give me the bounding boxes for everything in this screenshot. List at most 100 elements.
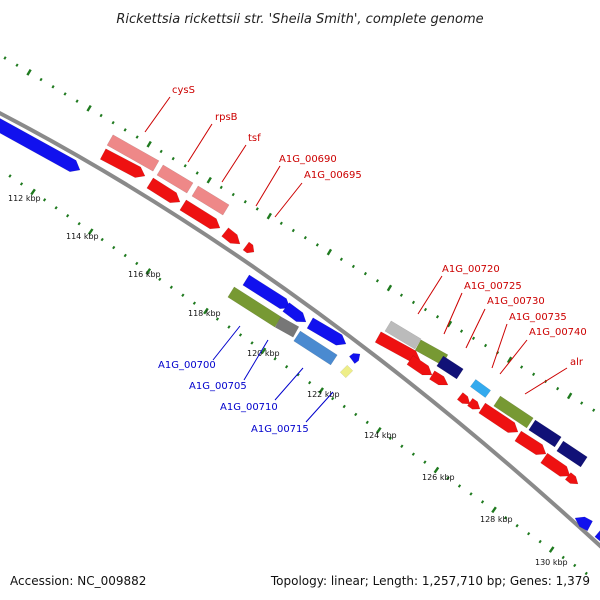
gene-feature [146,177,181,204]
tick-mark [423,460,427,464]
tick-mark [26,69,32,76]
accession-text: Accession: NC_009882 [10,574,146,588]
tick-mark [548,546,555,553]
tick-mark [556,386,560,391]
callout-line [221,144,247,183]
gene-label[interactable]: cysS [172,85,195,96]
callout-line [274,367,304,401]
tick-mark [75,99,79,103]
tick-marks [3,56,596,576]
tick-mark [243,200,247,204]
gene-label[interactable]: A1G_00730 [487,296,545,307]
gene-label[interactable]: A1G_00740 [529,327,587,338]
tick-mark [135,261,139,266]
tick-mark [238,333,243,337]
tick-mark [30,188,36,196]
tick-mark [203,307,209,315]
gene-feature [493,395,534,429]
tick-mark [192,301,197,305]
tick-mark [279,221,283,226]
tick-mark [219,185,223,190]
kbp-label: 112 kbp [8,194,41,203]
tick-mark [266,212,272,220]
gene-label[interactable]: A1G_00690 [279,154,337,165]
tick-mark [315,243,319,247]
tick-mark [506,356,513,364]
tick-mark [411,452,415,456]
tick-mark [538,539,542,544]
gene-label[interactable]: A1G_00725 [464,281,522,292]
tick-mark [8,174,12,178]
gene-label[interactable]: A1G_00700 [158,360,216,371]
tick-mark [100,237,104,242]
tick-mark [183,164,187,168]
gene-feature [429,370,449,386]
gene-label[interactable]: A1G_00695 [304,170,362,181]
tick-mark [469,492,473,496]
gene-label[interactable]: A1G_00720 [442,264,500,275]
callout-line [243,339,269,381]
tick-mark [375,427,382,434]
tick-mark [51,85,55,89]
gene-feature [574,516,593,532]
gene-label[interactable]: A1G_00715 [251,424,309,435]
tick-mark [195,171,199,175]
callout-line [187,123,213,163]
kbp-label: 114 kbp [66,232,99,241]
tick-mark [342,404,346,409]
tick-mark [584,571,588,576]
gene-feature [594,530,600,542]
tick-mark [363,271,367,276]
tick-mark [231,192,235,197]
tick-mark [459,329,464,333]
gene-feature [374,331,421,362]
callout-line [417,275,443,315]
gene-label[interactable]: A1G_00735 [509,312,567,323]
tick-mark [260,347,267,355]
tick-mark [592,408,596,412]
map-title: Rickettsia rickettsii str. 'Sheila Smith… [116,12,483,27]
gene-feature [282,302,307,323]
gene-feature [348,353,361,364]
gene-label[interactable]: A1G_00705 [189,381,247,392]
tick-mark [351,264,355,269]
tick-mark [250,341,254,345]
callout-line [465,308,486,349]
tick-mark [215,317,220,321]
gene-label[interactable]: alr [570,357,584,368]
tick-mark [19,182,24,186]
gene-label[interactable]: tsf [248,133,261,144]
gene-feature [191,185,230,216]
tick-mark [54,206,58,210]
gene-feature [242,241,255,254]
gene-label[interactable]: A1G_00710 [220,402,278,413]
gene-feature [467,397,481,410]
tick-mark [146,140,152,148]
tick-mark [171,156,175,161]
callout-line [524,367,568,395]
gene-feature [227,286,282,328]
tick-mark [354,412,358,417]
tick-mark [15,63,19,67]
gene-feature [0,118,81,173]
callout-line [212,325,241,361]
tick-mark [399,293,404,297]
tick-mark [181,293,185,297]
tick-mark [566,392,573,400]
tick-mark [87,228,94,235]
gene-feature [540,452,571,477]
kbp-label: 118 kbp [188,309,221,318]
kbp-label: 116 kbp [128,270,161,279]
gene-feature [221,227,241,245]
tick-mark [284,365,289,369]
tick-mark [159,149,163,154]
gene-feature [528,419,562,448]
tick-mark [206,176,212,184]
gene-feature [556,440,588,468]
tick-mark [273,357,277,361]
gene-label[interactable]: rpsB [215,112,238,123]
tick-mark [532,372,536,376]
tick-mark [411,300,416,305]
tick-mark [573,563,577,568]
